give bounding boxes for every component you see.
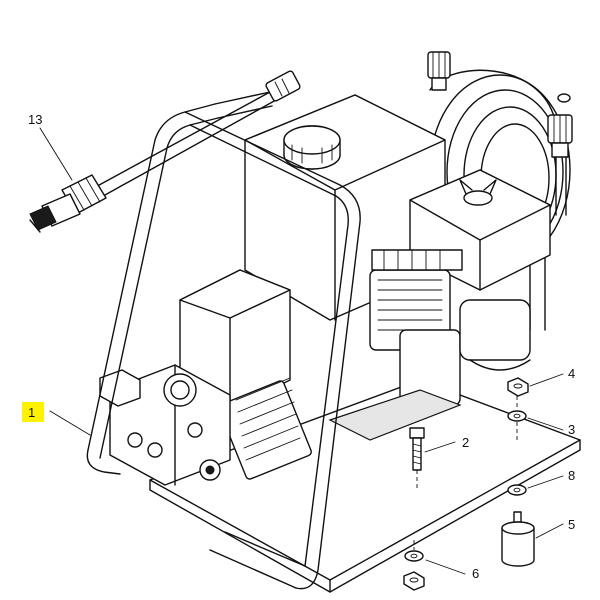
frame (86, 91, 361, 590)
bolt-part (409, 427, 425, 488)
callout-3: 3 (568, 422, 575, 437)
callout-1: 1 (28, 405, 35, 420)
leader-lines (39, 127, 564, 575)
washer-part-8 (507, 484, 527, 496)
callout-6: 6 (472, 566, 479, 581)
highlight-callout-1 (22, 402, 44, 422)
washer-part-6 (404, 540, 424, 562)
callout-5: 5 (568, 517, 575, 532)
hose-lance (89, 70, 301, 201)
hose-fitting-left (427, 51, 451, 91)
callout-4: 4 (568, 366, 575, 381)
callout-2: 2 (462, 435, 469, 450)
engine (244, 94, 551, 441)
nozzle-coupling-part (29, 174, 107, 233)
callout-13: 13 (28, 112, 42, 127)
nut-part-bottom (403, 571, 425, 591)
washer-part-3 (507, 396, 527, 440)
hose-fitting-right (547, 114, 573, 216)
o-ring (557, 93, 571, 103)
rubber-foot-part (501, 511, 535, 567)
callout-8: 8 (568, 468, 575, 483)
base-plate (149, 379, 581, 593)
pump-housing (99, 269, 312, 486)
nut-part (507, 377, 529, 397)
